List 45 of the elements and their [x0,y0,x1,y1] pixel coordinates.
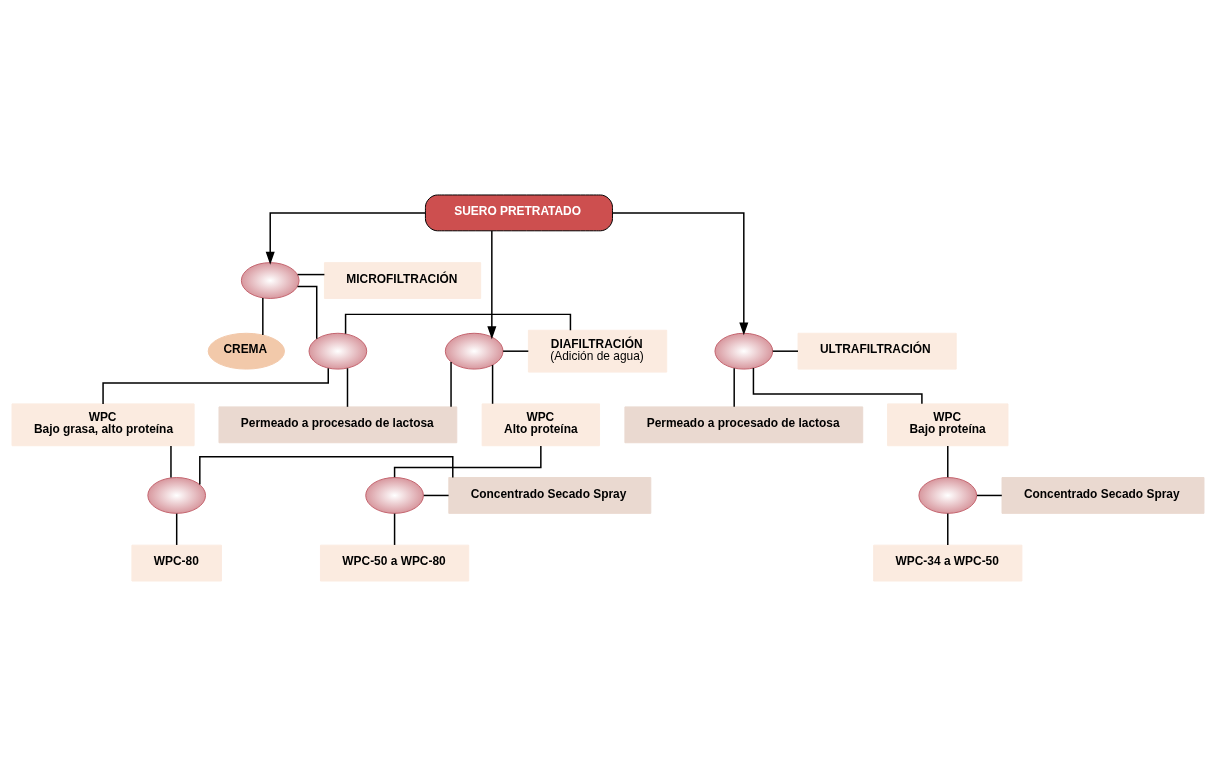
node-box: Concentrado Secado Spray [1001,476,1205,514]
node-ellipse [240,261,300,299]
connector [772,349,799,352]
connector [423,494,450,496]
node-box: WPC-80 [131,544,222,581]
connector [502,349,530,352]
arrow [487,229,497,339]
node-ellipse [308,332,368,370]
node-ellipse [444,332,504,370]
node-box: WPC-50 a WPC-80 [319,544,470,581]
node-ellipse: CREMA [207,332,285,370]
connector [752,366,923,404]
node-box: Permeado a procesado de lactosa [624,405,864,443]
connector [491,363,494,405]
node-ellipse [365,476,424,514]
node-box: DIAFILTRACIÓN (Adición de agua) [527,329,668,373]
connector [947,512,949,546]
arrow [265,211,426,265]
connector [393,512,396,546]
node-box: WPC-34 a WPC-50 [873,544,1023,581]
connector [102,366,329,405]
connector [976,494,1003,496]
node-box: Permeado a procesado de lactosa [218,405,458,443]
node-box: SUERO PRETRATADO [424,194,613,231]
connector [346,367,349,408]
node-box: WPC Bajo grasa, alto proteína [11,402,195,446]
connector [733,367,735,408]
connector [947,444,949,478]
node-box: WPC Bajo proteína [887,402,1009,446]
node-box: MICROFILTRACIÓN [323,261,482,299]
connector [199,455,454,485]
node-ellipse [147,476,207,514]
node-box: WPC Alto proteína [481,402,601,446]
connector [175,512,178,546]
arrow [611,211,749,335]
connector [296,273,326,275]
connector [262,296,264,336]
node-box: Concentrado Secado Spray [448,476,652,514]
connector [170,444,172,478]
node-ellipse [918,476,978,514]
node-ellipse [714,332,774,370]
connector [393,444,542,478]
connector [450,360,452,407]
connector [296,285,318,339]
node-box: ULTRAFILTRACIÓN [797,332,957,370]
